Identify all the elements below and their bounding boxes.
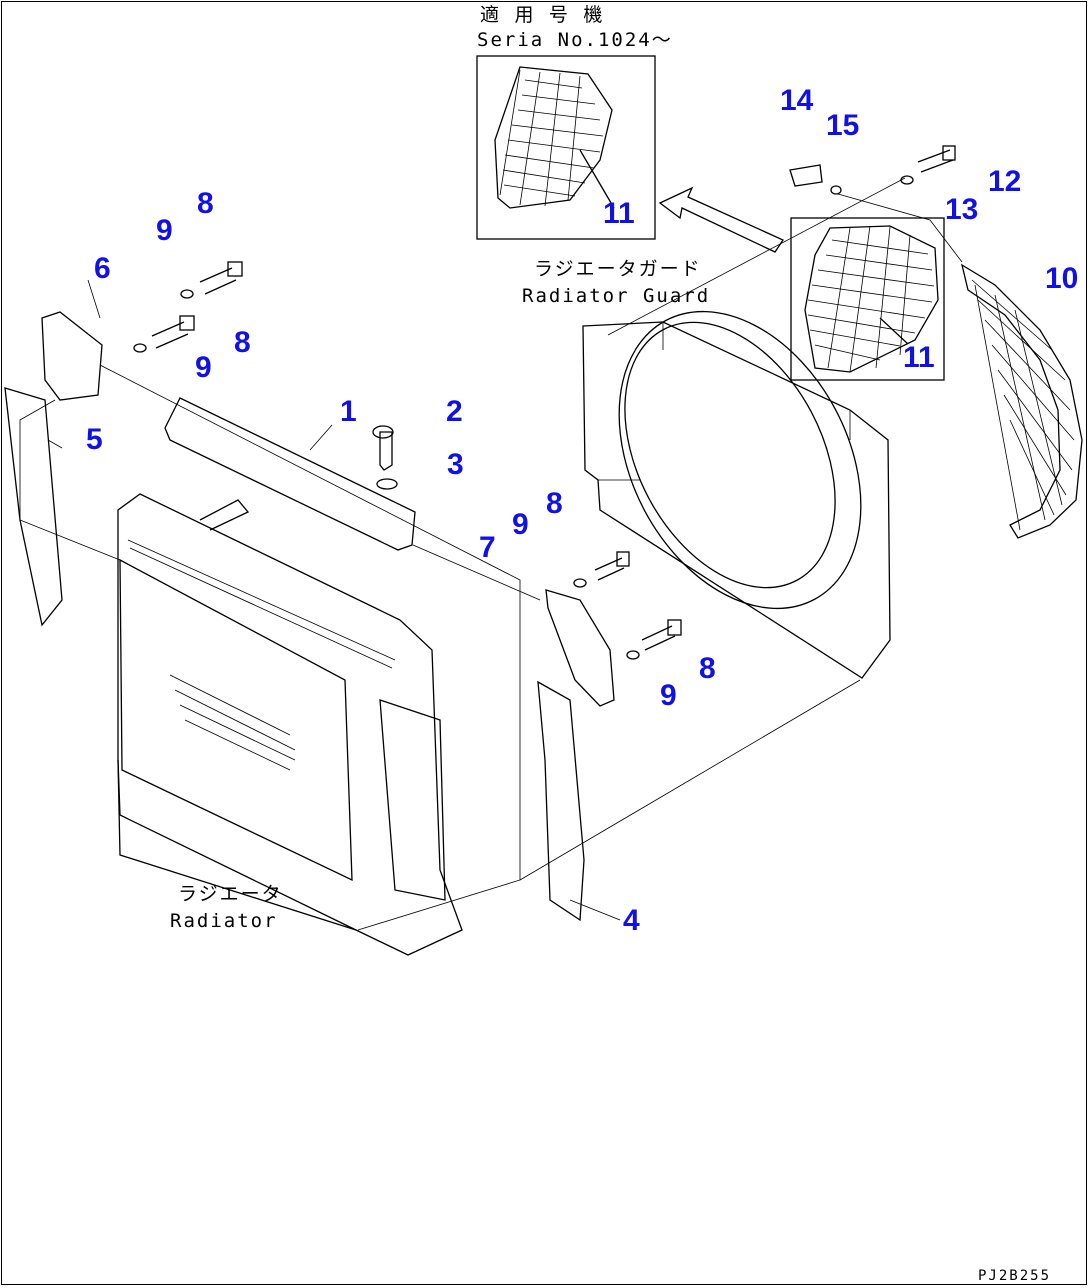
callout-9-mid: 9 bbox=[512, 508, 529, 541]
callout-4: 4 bbox=[623, 904, 640, 937]
top-bracket-1 bbox=[164, 397, 416, 551]
panel-6 bbox=[41, 311, 103, 401]
inset-variant-box bbox=[476, 55, 656, 240]
panel-4 bbox=[537, 680, 585, 922]
leader-lines bbox=[19, 177, 963, 931]
guard-caption-en: Radiator Guard bbox=[522, 285, 711, 307]
callout-12: 12 bbox=[988, 165, 1022, 198]
guard-caption-jp: ラジエータガード bbox=[534, 258, 702, 280]
direction-arrow bbox=[658, 186, 784, 253]
drawing-code: PJ2B255 bbox=[978, 1268, 1052, 1284]
radiator-caption-en: Radiator bbox=[170, 910, 278, 932]
callout-8-right: 8 bbox=[699, 652, 716, 685]
serial-caption-en: Seria No.1024～ bbox=[477, 29, 673, 51]
callout-9-top: 9 bbox=[156, 214, 173, 247]
callout-2: 2 bbox=[446, 395, 463, 428]
callout-8-mid: 8 bbox=[546, 487, 563, 520]
callout-15: 15 bbox=[826, 109, 860, 142]
callout-13: 13 bbox=[945, 193, 979, 226]
callout-3: 3 bbox=[447, 448, 464, 481]
side-panels bbox=[4, 311, 615, 922]
callout-5: 5 bbox=[86, 423, 103, 456]
callout-1: 1 bbox=[340, 395, 357, 428]
panel-7 bbox=[545, 589, 615, 707]
callout-14: 14 bbox=[780, 84, 814, 117]
callout-9-right: 9 bbox=[660, 679, 677, 712]
callout-11-inset: 11 bbox=[603, 197, 635, 230]
callout-8-left: 8 bbox=[234, 326, 251, 359]
callout-8-top: 8 bbox=[197, 187, 214, 220]
radiator-body bbox=[117, 493, 463, 956]
serial-caption-jp: 適 用 号 機 bbox=[480, 4, 605, 26]
fan-guard-10 bbox=[961, 263, 1083, 539]
panel-5 bbox=[4, 387, 63, 627]
callout-9-left: 9 bbox=[195, 351, 212, 384]
callout-10: 10 bbox=[1045, 262, 1079, 295]
callout-6: 6 bbox=[94, 252, 111, 285]
callout-11-guard: 11 bbox=[903, 341, 935, 374]
callout-7: 7 bbox=[479, 531, 496, 564]
radiator-guard-shroud bbox=[582, 310, 891, 679]
hardware bbox=[133, 145, 956, 660]
radiator-caption-jp: ラジエータ bbox=[178, 883, 283, 905]
inset-guard-box bbox=[790, 217, 945, 381]
